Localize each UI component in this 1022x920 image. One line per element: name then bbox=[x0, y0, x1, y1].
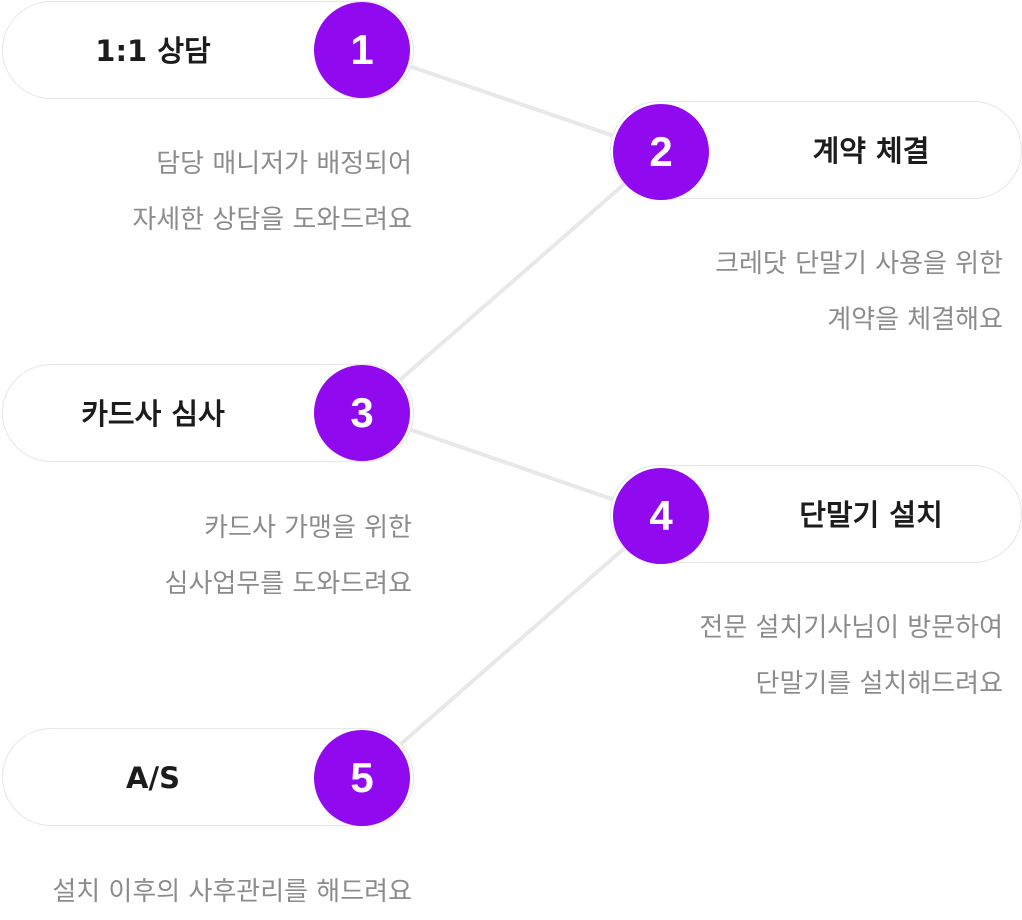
step-4-description: 전문 설치기사님이 방문하여 단말기를 설치해드려요 bbox=[583, 600, 1003, 712]
step-3-description: 카드사 가맹을 위한 심사업무를 도와드려요 bbox=[0, 500, 412, 612]
step-1-desc-line-2: 자세한 상담을 도와드려요 bbox=[132, 205, 412, 235]
step-1-description: 담당 매니저가 배정되어 자세한 상담을 도와드려요 bbox=[0, 136, 412, 248]
step-2-title: 계약 체결 bbox=[812, 134, 930, 168]
step-4-desc-line-1: 전문 설치기사님이 방문하여 bbox=[699, 613, 1003, 643]
step-5-desc-line-1: 설치 이후의 사후관리를 해드려요 bbox=[52, 877, 412, 907]
step-5-description: 설치 이후의 사후관리를 해드려요 bbox=[0, 864, 412, 920]
step-3-title: 카드사 심사 bbox=[81, 397, 225, 431]
step-5-number-badge: 5 bbox=[314, 730, 410, 826]
step-4-desc-line-2: 단말기를 설치해드려요 bbox=[755, 669, 1003, 699]
step-3-number-badge: 3 bbox=[314, 365, 410, 461]
connector-4-5 bbox=[360, 514, 663, 780]
step-3-desc-line-1: 카드사 가맹을 위한 bbox=[204, 513, 412, 543]
step-5-title: A/S bbox=[126, 761, 180, 795]
step-2-desc-line-1: 크레닷 단말기 사용을 위한 bbox=[715, 249, 1003, 279]
step-3-desc-line-2: 심사업무를 도와드려요 bbox=[164, 569, 412, 599]
step-4-title: 단말기 설치 bbox=[799, 498, 943, 532]
step-2-number-badge: 2 bbox=[613, 104, 709, 200]
connector-2-3 bbox=[360, 150, 663, 415]
step-1-number-badge: 1 bbox=[314, 2, 410, 98]
step-1-desc-line-1: 담당 매니저가 배정되어 bbox=[156, 149, 412, 179]
step-4-number-badge: 4 bbox=[613, 468, 709, 564]
step-2-description: 크레닷 단말기 사용을 위한 계약을 체결해요 bbox=[583, 236, 1003, 348]
step-1-title: 1:1 상담 bbox=[95, 34, 211, 68]
step-2-desc-line-2: 계약을 체결해요 bbox=[827, 305, 1003, 335]
